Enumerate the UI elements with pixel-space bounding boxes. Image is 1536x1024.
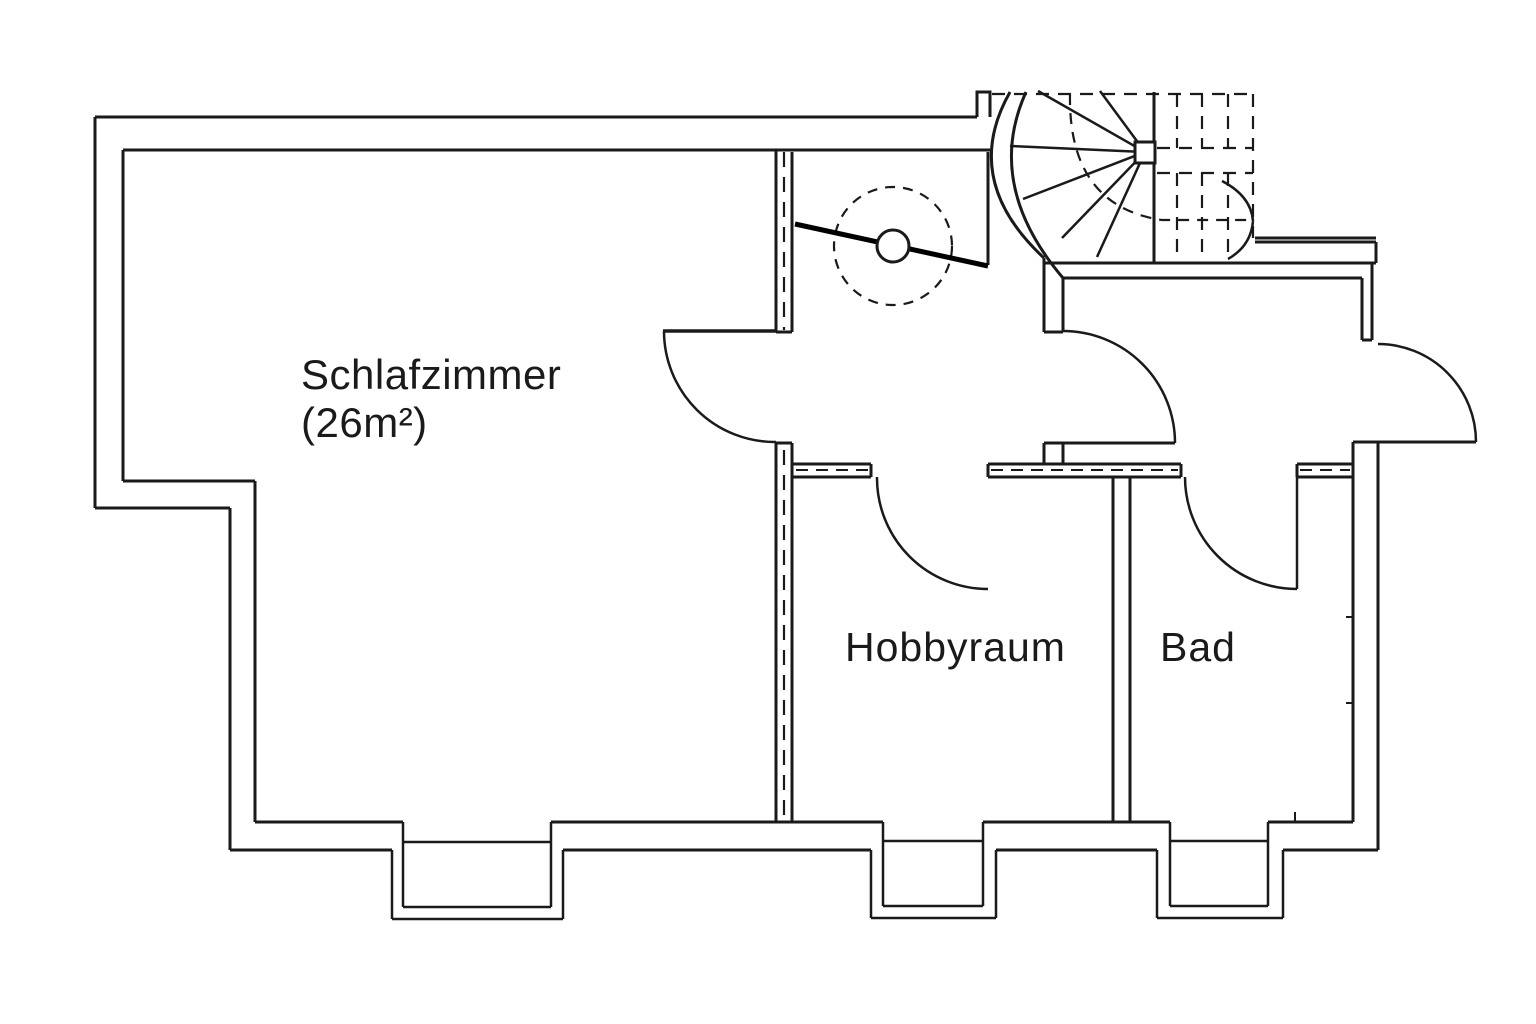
doors	[662, 329, 1478, 591]
chimney-flue-circle	[875, 228, 911, 264]
exterior-walls	[93, 90, 1380, 852]
room-label-schlafzimmer-area: (26m²)	[301, 399, 428, 446]
wall-detail-ticks	[1294, 616, 1353, 822]
straight-stair-dashed-icon	[992, 92, 1255, 260]
room-label-schlafzimmer: Schlafzimmer	[301, 351, 561, 398]
door-hobbyraum	[875, 476, 989, 591]
chimney-icon	[794, 185, 989, 307]
window-bay-bad	[1155, 822, 1285, 920]
room-label-hobbyraum: Hobbyraum	[845, 624, 1066, 670]
window-bay-schlafzimmer	[390, 822, 565, 921]
interior-walls	[774, 150, 1353, 822]
door-top-right-room	[1062, 329, 1177, 445]
entry-door	[1377, 342, 1478, 444]
room-label-bad: Bad	[1160, 624, 1236, 670]
window-bays	[390, 822, 1285, 921]
spiral-staircase-icon	[1009, 89, 1255, 263]
door-bad	[1183, 476, 1299, 591]
chimney-clearance-circle	[832, 185, 954, 307]
door-schlafzimmer	[662, 329, 777, 444]
window-bay-hobbyraum	[869, 822, 998, 920]
